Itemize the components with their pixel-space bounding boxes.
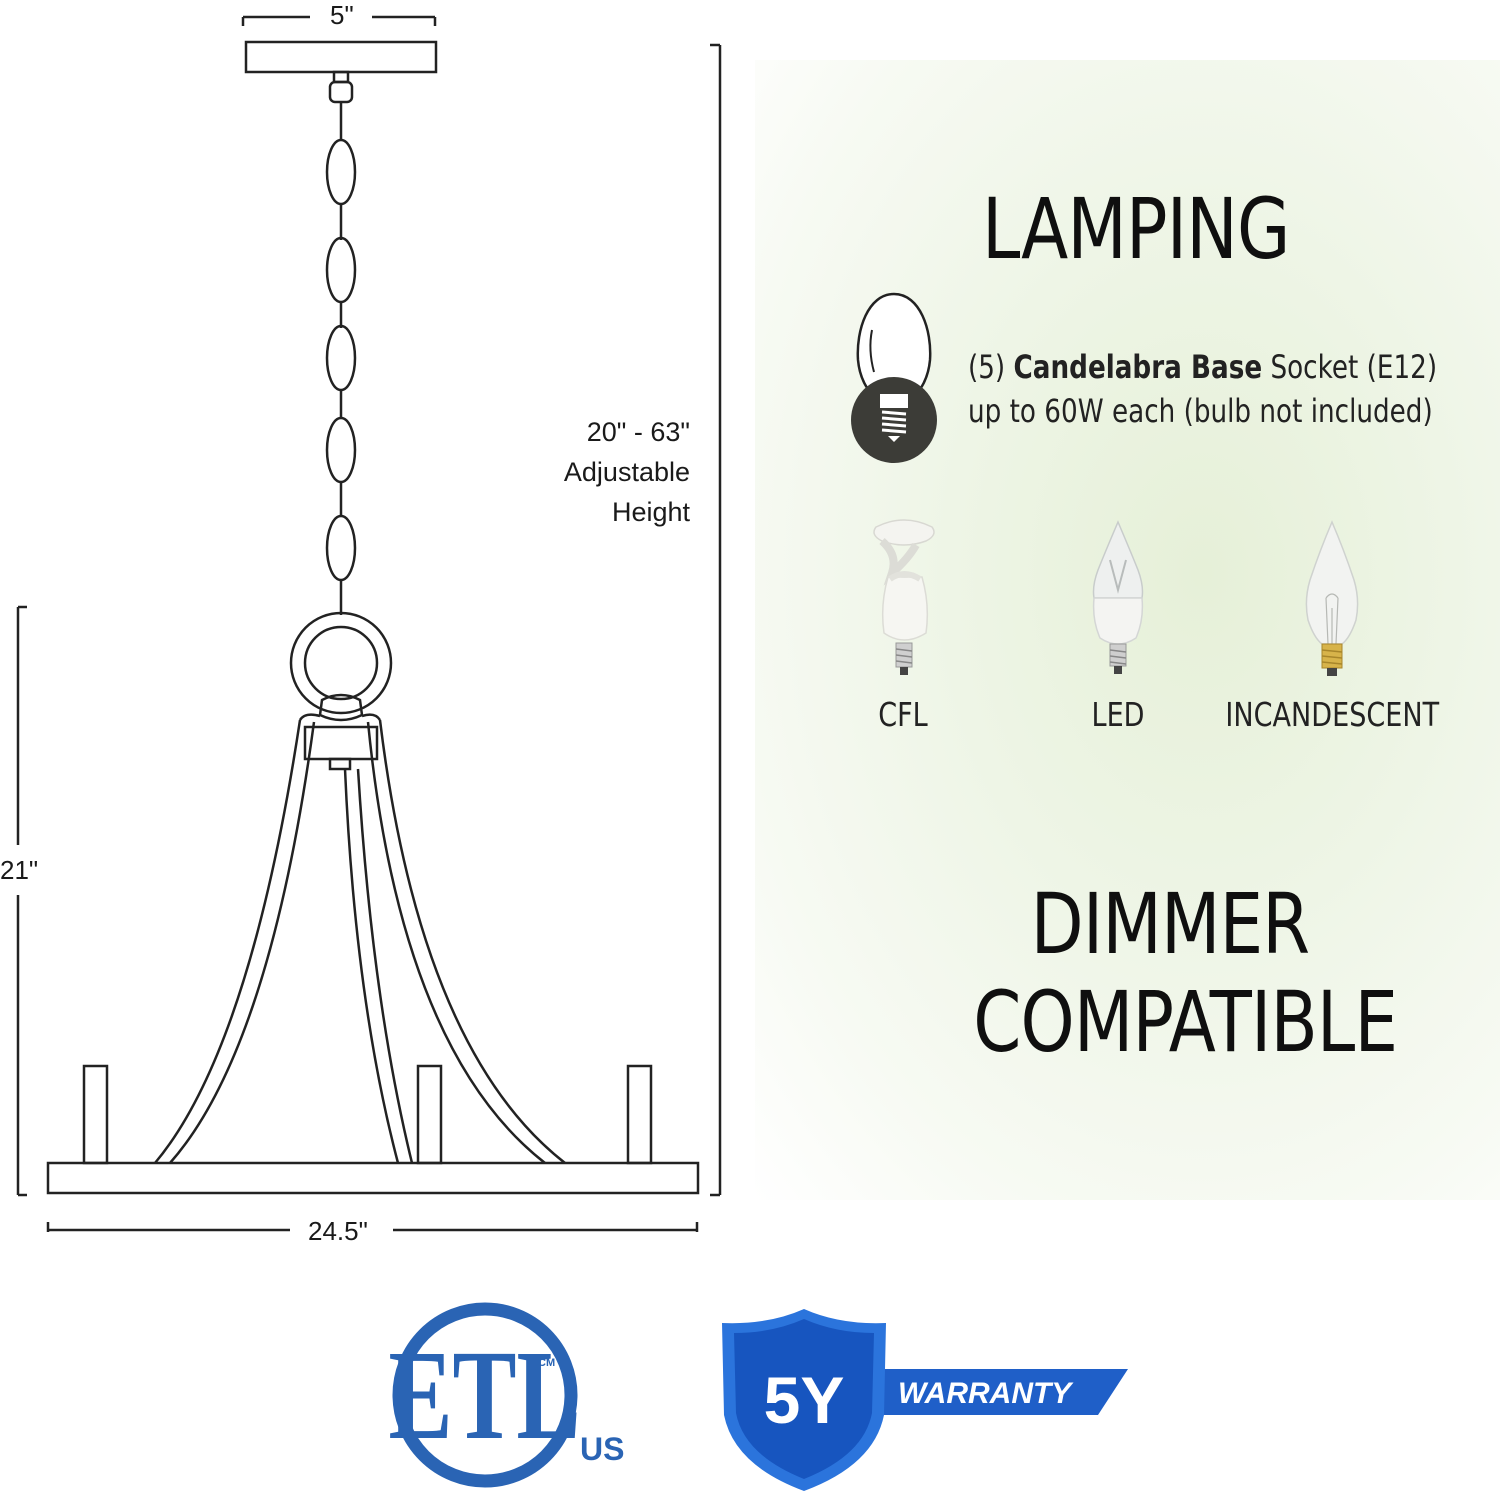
base-ring: [46, 1161, 700, 1195]
canopy: [244, 40, 438, 74]
cfl-bulb-icon: [873, 519, 935, 675]
lamping-title: LAMPING: [982, 180, 1290, 278]
warranty-badge: 5Y WARRANTY: [722, 1309, 1128, 1491]
center-hub: [303, 725, 379, 761]
overall-width-label: 24.5": [308, 1216, 368, 1246]
warranty-years: 5Y: [764, 1363, 845, 1437]
dimmer-compatible-title: DIMMER COMPATIBLE: [973, 875, 1398, 1071]
socket-count: (5): [968, 348, 1006, 386]
etl-mark: ETL: [390, 1325, 581, 1466]
socket-spec: (5) Candelabra Base Socket (E12) up to 6…: [968, 345, 1437, 433]
bulb-label-led: LED: [1091, 695, 1145, 734]
led-bulb-icon: [1092, 520, 1144, 674]
chain: [325, 70, 357, 615]
candle-cup-center: [416, 1064, 443, 1165]
incandescent-bulb-icon: [1305, 520, 1359, 676]
bulb-label-incandescent: INCANDESCENT: [1225, 695, 1440, 734]
canopy-width-label: 5": [330, 0, 354, 30]
height-range: 20" - 63": [586, 417, 690, 447]
height-adjustable-word: Adjustable: [563, 457, 690, 487]
etl-us-text: US: [580, 1431, 624, 1467]
arm-right: [378, 719, 566, 1164]
socket-line: (5) Candelabra Base Socket (E12): [968, 345, 1437, 389]
hanging-ring: [289, 611, 393, 722]
wattage-line: up to 60W each (bulb not included): [968, 392, 1433, 430]
dimmer-line2: COMPATIBLE: [973, 973, 1398, 1071]
bulb-label-cfl: CFL: [878, 695, 928, 734]
dimmer-line1: DIMMER: [1030, 875, 1310, 973]
socket-suffix: Socket (E12): [1270, 348, 1438, 386]
height-word: Height: [611, 497, 690, 527]
etl-cm-text: CM: [538, 1357, 555, 1369]
etl-certification-logo: ETL CM US: [390, 1302, 624, 1488]
chandelier-dimension-drawing: [16, 15, 722, 1232]
socket-type: Candelabra Base: [1013, 348, 1263, 386]
adjustable-height-label: 20" - 63" Adjustable Height: [540, 412, 690, 532]
warranty-label: WARRANTY: [898, 1377, 1074, 1410]
arm-center: [343, 768, 400, 1164]
arm-left: [154, 719, 302, 1164]
candelabra-bulb-icon: [851, 292, 937, 463]
candle-cup-right: [626, 1064, 653, 1165]
overall-height-label: 21": [0, 855, 39, 885]
candle-cup-left: [82, 1064, 109, 1165]
